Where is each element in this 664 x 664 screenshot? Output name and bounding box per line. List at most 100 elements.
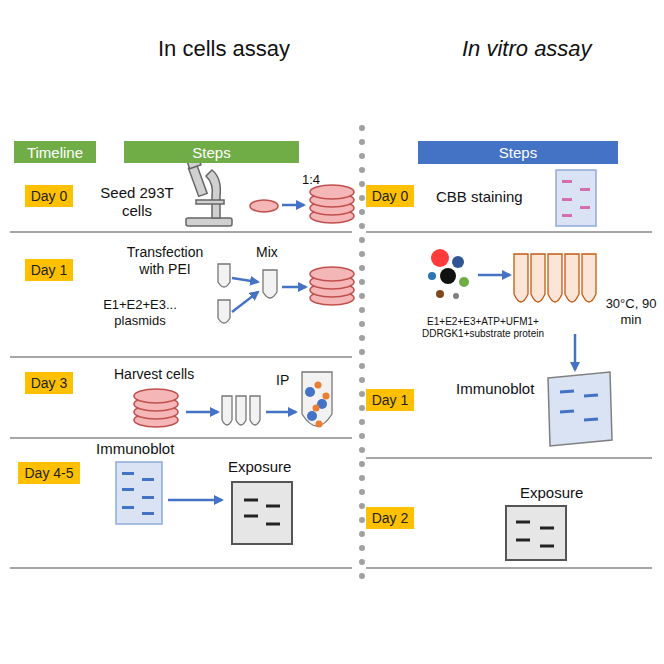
membrane	[548, 372, 612, 446]
x-ray-film	[244, 499, 258, 502]
tube	[218, 300, 230, 323]
day-box: Day 4-5	[18, 462, 79, 484]
cbb-gel	[562, 214, 572, 217]
x-ray-film	[516, 539, 530, 542]
tube	[218, 264, 277, 323]
node-text: Steps	[499, 144, 537, 161]
cbb-gel	[562, 198, 572, 201]
immunoblot-gel	[142, 496, 154, 499]
node-text: Day 1	[31, 262, 68, 278]
dotted-divider	[359, 128, 365, 580]
ratio-label: 1:4	[302, 172, 320, 188]
step-label: Harvest cells	[114, 366, 194, 383]
membrane	[584, 419, 598, 420]
cbb-gel	[556, 170, 596, 226]
immunoblot-gel	[142, 478, 154, 481]
flow-arrow	[478, 274, 510, 277]
x-ray-film	[244, 500, 280, 524]
reaction-components	[428, 249, 469, 299]
immunoblot-gel	[122, 472, 134, 475]
reaction-tube	[565, 254, 579, 302]
row-divider	[10, 567, 352, 569]
immunoblot-gel	[116, 462, 162, 524]
immunoblot-gel	[142, 512, 154, 515]
dotted-divider	[362, 128, 363, 580]
step-label: Immunoblot	[96, 440, 174, 458]
day-box: Day 2	[366, 507, 415, 529]
cbb-gel	[562, 180, 572, 183]
culture-dish	[250, 200, 278, 212]
immunoblot-gel	[122, 506, 134, 509]
membrane	[560, 411, 574, 412]
step-label: E1+E2+E3... plasmids	[88, 297, 192, 328]
microscope-icon	[186, 158, 232, 226]
membrane	[584, 395, 598, 396]
reaction-tube	[548, 254, 562, 302]
culture-dish	[134, 267, 354, 427]
flow-arrow	[282, 286, 306, 289]
membrane	[560, 391, 598, 420]
membrane	[548, 372, 612, 446]
x-ray-film	[244, 515, 258, 518]
row-divider	[366, 231, 652, 233]
row-divider	[366, 567, 652, 569]
node-text: Day 0	[372, 188, 409, 204]
step-label: Seed 293T cells	[96, 184, 178, 220]
steps-header: Steps	[124, 141, 299, 163]
ip-beads	[315, 382, 322, 389]
tube	[263, 270, 277, 298]
step-label: Exposure	[520, 484, 583, 502]
panel-title: In cells assay	[158, 36, 290, 62]
flow-arrow	[282, 204, 304, 207]
reaction-components	[452, 256, 464, 268]
microscope-icon	[196, 200, 224, 204]
x-ray-film	[266, 523, 280, 526]
day-box: Day 0	[25, 185, 74, 207]
row-divider	[10, 437, 352, 439]
flow-arrow	[574, 334, 577, 370]
reaction-components	[436, 290, 444, 298]
reaction-components	[431, 249, 449, 267]
day-box: Day 1	[25, 259, 74, 281]
timeline-header: Timeline	[14, 141, 96, 163]
flow-arrow	[232, 292, 258, 312]
x-ray-film	[516, 522, 554, 546]
immunoblot-gel	[116, 462, 162, 524]
node-text: Day 4-5	[24, 465, 73, 481]
microscope-icon	[188, 165, 207, 196]
node-text: Day 2	[372, 510, 409, 526]
reaction-components	[453, 293, 459, 299]
reaction-components	[428, 272, 436, 280]
flow-arrow	[168, 205, 575, 500]
ip-beads	[305, 382, 330, 428]
reaction-components	[459, 277, 469, 287]
membrane	[560, 391, 574, 392]
step-label: Transfection with PEI	[116, 244, 214, 278]
ip-beads	[313, 405, 320, 412]
ip-beads	[323, 393, 330, 400]
day-box: Day 1	[366, 389, 415, 411]
day-box: Day 3	[25, 372, 74, 394]
row-divider	[366, 457, 652, 459]
tube	[222, 396, 232, 425]
cbb-gel	[580, 188, 590, 191]
tube	[218, 264, 230, 287]
node-text: Day 1	[372, 392, 409, 408]
flow-arrow	[168, 499, 222, 502]
reaction-tube	[514, 254, 596, 302]
x-ray-film	[232, 482, 292, 544]
step-label: Exposure	[228, 458, 291, 476]
node-text: Day 0	[31, 188, 68, 204]
x-ray-film	[506, 506, 566, 560]
ip-beads	[316, 421, 323, 428]
node-text: Timeline	[27, 144, 83, 161]
row-divider	[10, 232, 652, 568]
row-divider	[10, 356, 352, 358]
cbb-gel	[580, 206, 590, 209]
microscope-icon	[206, 170, 220, 218]
culture-dish	[310, 185, 354, 199]
immunoblot-gel	[122, 488, 134, 491]
culture-dish	[310, 267, 354, 281]
